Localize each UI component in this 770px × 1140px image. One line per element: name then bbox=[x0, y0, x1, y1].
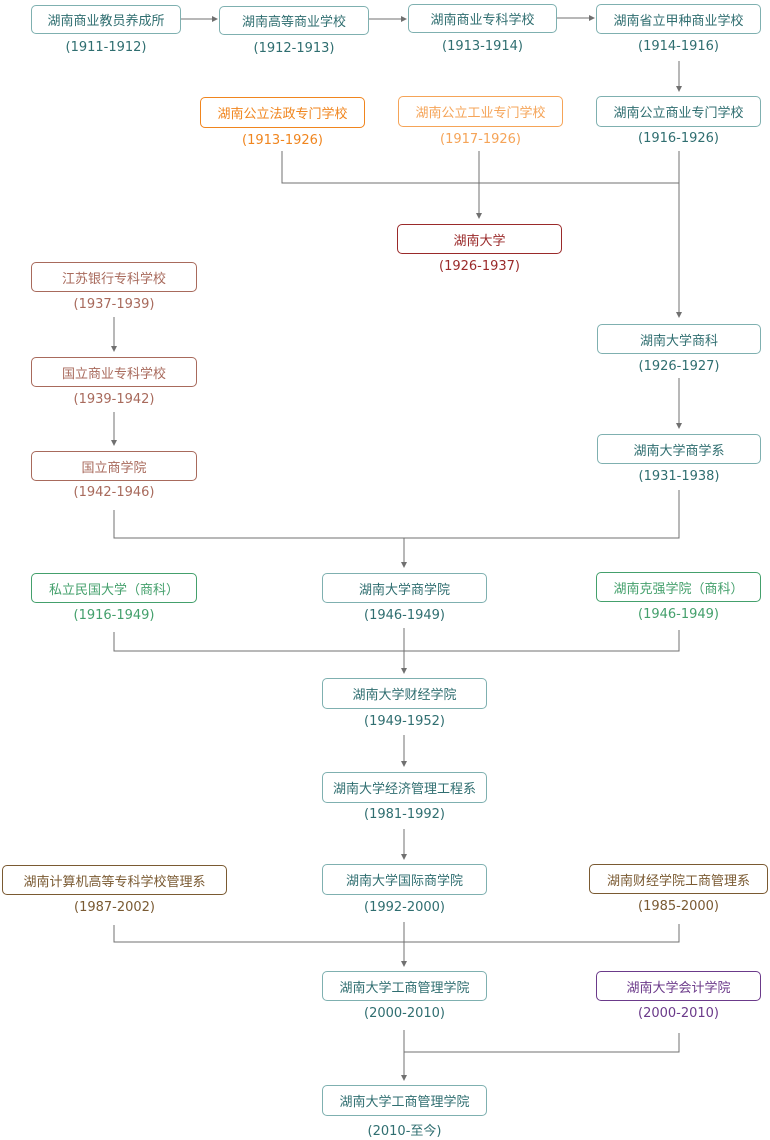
org-node-box: 湖南大学商科 bbox=[597, 324, 761, 354]
connector bbox=[113, 490, 680, 539]
org-node-box: 国立商学院 bbox=[31, 451, 197, 481]
connector bbox=[404, 1033, 680, 1053]
org-node-years: (1937-1939) bbox=[73, 297, 155, 312]
org-node-box: 湖南大学经济管理工程系 bbox=[322, 772, 487, 803]
org-node-box: 湖南大学会计学院 bbox=[596, 971, 761, 1001]
org-node-years: (1916-1949) bbox=[73, 608, 155, 623]
org-node-box: 湖南大学工商管理学院 bbox=[322, 971, 487, 1001]
org-node-box: 湖南公立法政专门学校 bbox=[200, 97, 365, 128]
org-node-box: 私立民国大学（商科） bbox=[31, 573, 197, 603]
org-node-box: 湖南公立商业专门学校 bbox=[596, 96, 761, 127]
org-node-years: (1939-1942) bbox=[73, 392, 155, 407]
org-node-box: 湖南克强学院（商科） bbox=[596, 572, 761, 602]
org-node-years: (1916-1926) bbox=[637, 131, 720, 146]
connector bbox=[113, 630, 680, 652]
org-node-years: (1912-1913) bbox=[253, 41, 335, 56]
connector bbox=[281, 151, 679, 184]
org-node-years: (1913-1926) bbox=[241, 133, 324, 148]
org-node-years: (1931-1938) bbox=[638, 469, 720, 484]
org-node-box: 湖南大学工商管理学院 bbox=[322, 1085, 487, 1116]
org-node-box: 湖南财经学院工商管理系 bbox=[589, 864, 768, 894]
org-node-box: 江苏银行专科学校 bbox=[31, 262, 197, 292]
org-node-years: (1981-1992) bbox=[363, 807, 446, 822]
org-node-years: (1926-1937) bbox=[438, 259, 521, 274]
org-node-years: (1913-1914) bbox=[441, 39, 524, 54]
org-node-box: 湖南高等商业学校 bbox=[219, 6, 369, 35]
org-node-years: (2000-2010) bbox=[363, 1006, 446, 1021]
org-node-box: 湖南计算机高等专科学校管理系 bbox=[2, 865, 227, 895]
org-node-years: (1946-1949) bbox=[363, 608, 446, 623]
org-node-years: (2010-至今) bbox=[367, 1124, 442, 1139]
org-node-box: 湖南大学国际商学院 bbox=[322, 864, 487, 895]
org-node-years: (1985-2000) bbox=[637, 899, 720, 914]
org-node-box: 湖南公立工业专门学校 bbox=[398, 96, 563, 127]
org-node-years: (1992-2000) bbox=[363, 900, 446, 915]
org-node-box: 湖南商业专科学校 bbox=[408, 4, 557, 33]
connector bbox=[113, 924, 680, 943]
org-node-years: (1949-1952) bbox=[363, 714, 446, 729]
org-node-years: (1914-1916) bbox=[637, 39, 720, 54]
org-node-years: (1911-1912) bbox=[65, 40, 147, 55]
org-node-box: 湖南大学 bbox=[397, 224, 562, 254]
org-node-years: (1987-2002) bbox=[73, 900, 156, 915]
org-node-years: (1946-1949) bbox=[637, 607, 720, 622]
org-node-box: 湖南大学商学系 bbox=[597, 434, 761, 464]
org-node-box: 湖南大学商学院 bbox=[322, 573, 487, 603]
org-node-years: (1942-1946) bbox=[73, 485, 155, 500]
org-node-box: 湖南商业教员养成所 bbox=[31, 5, 181, 34]
org-node-years: (1917-1926) bbox=[439, 132, 522, 147]
org-node-years: (1926-1927) bbox=[638, 359, 720, 374]
org-node-box: 湖南省立甲种商业学校 bbox=[596, 4, 761, 34]
org-node-years: (2000-2010) bbox=[637, 1006, 720, 1021]
org-node-box: 国立商业专科学校 bbox=[31, 357, 197, 387]
org-node-box: 湖南大学财经学院 bbox=[322, 678, 487, 709]
